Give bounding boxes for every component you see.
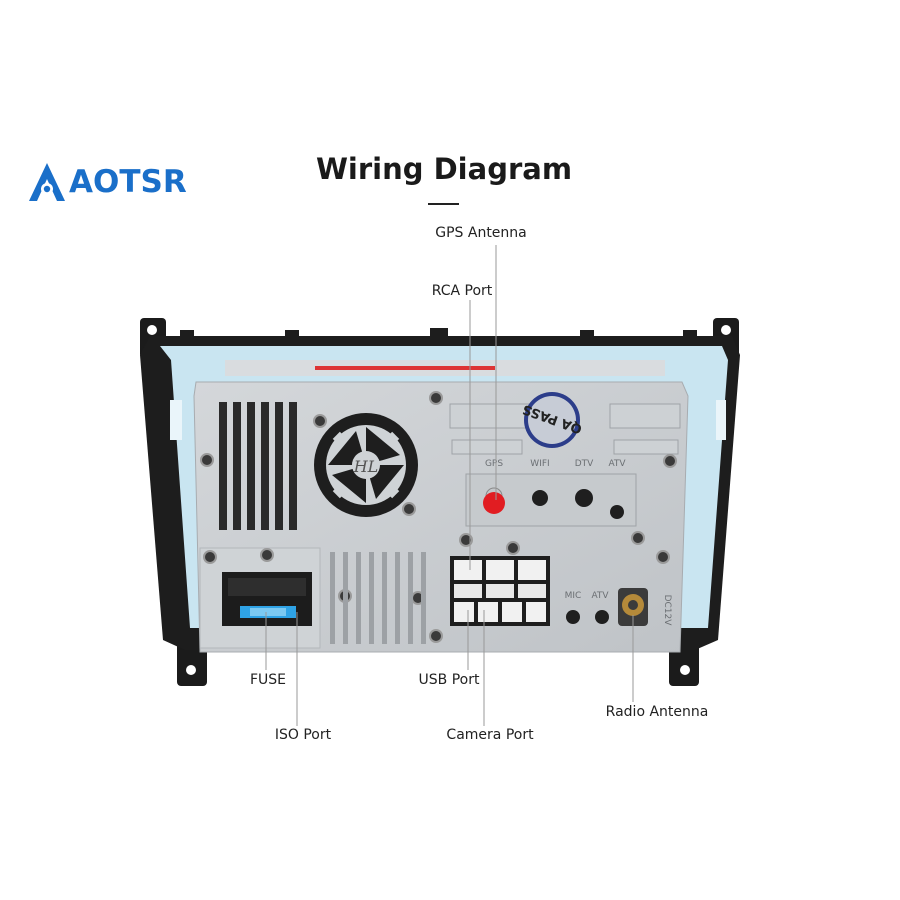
- cooling-fan: HL: [314, 413, 418, 517]
- iso-connector: [222, 572, 312, 626]
- mic-hole: [566, 610, 580, 624]
- gps-connector: [483, 492, 505, 514]
- panel-label-wifi: WIFI: [530, 459, 549, 469]
- panel-label-atv: ATV: [608, 459, 626, 469]
- radio-antenna-socket: [618, 588, 648, 626]
- dc-label: DC12V: [662, 595, 672, 627]
- callout-iso-port: ISO Port: [274, 727, 332, 743]
- usb-camera-connector-block: [450, 556, 550, 626]
- location-pin-A-icon: [29, 163, 65, 201]
- callout-fuse: FUSE: [249, 672, 287, 688]
- panel-label-dtv: DTV: [575, 459, 594, 469]
- qa-pass-sticker: QA PASS: [521, 392, 584, 448]
- callout-lines: [265, 245, 634, 726]
- callout-camera-port: Camera Port: [446, 727, 534, 743]
- callout-gps-antenna: GPS Antenna: [435, 225, 527, 241]
- brand-name: AOTSR: [69, 164, 187, 200]
- vent-slots: [219, 402, 297, 530]
- dtv-hole: [575, 489, 593, 507]
- callout-rca-port: RCA Port: [431, 283, 493, 299]
- brand-logo: AOTSR: [27, 160, 187, 204]
- atv-hole: [610, 505, 624, 519]
- mic-label: MIC: [565, 591, 582, 601]
- atv-label: ATV: [591, 591, 609, 601]
- callout-radio-antenna: Radio Antenna: [605, 704, 709, 720]
- atv-lower-hole: [595, 610, 609, 624]
- fan-logo: HL: [353, 457, 379, 476]
- callout-usb-port: USB Port: [418, 672, 480, 688]
- panel-label-gps: GPS: [485, 459, 503, 469]
- page-title: Wiring Diagram: [315, 152, 573, 186]
- wifi-hole: [532, 490, 548, 506]
- title-underline: [428, 203, 459, 205]
